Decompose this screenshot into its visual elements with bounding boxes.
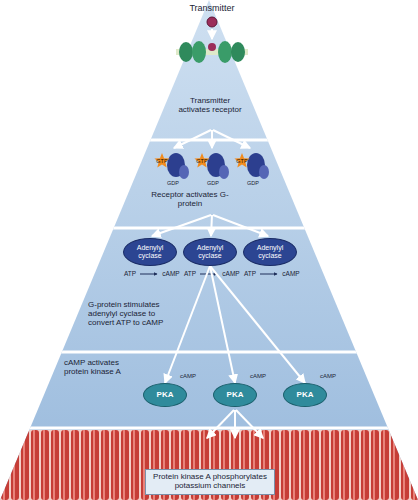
gdp-label: GDP: [164, 180, 182, 186]
atp-label: ATP: [242, 270, 258, 277]
signal-arrow: [210, 266, 235, 383]
step-caption: G-protein stimulates adenylyl cyclase to…: [88, 300, 176, 328]
separator: [0, 227, 418, 230]
transmitter-molecule: [207, 17, 217, 27]
node-text: PKA: [297, 391, 314, 400]
receptor-subunit: [231, 42, 245, 62]
separator: [0, 139, 418, 142]
arrow: [211, 29, 213, 39]
gdp-label: GDP: [204, 180, 222, 186]
receptor-subunit: [179, 42, 193, 62]
arrow: [213, 130, 250, 148]
gtp-star: [154, 153, 169, 167]
g-protein-arrows: [152, 215, 268, 236]
separator: [0, 427, 418, 430]
step-caption: Transmitter activates receptor: [178, 96, 242, 114]
arrow: [211, 130, 213, 148]
camp-label: cAMP: [317, 373, 339, 380]
protein-kinase-a: PKA: [143, 383, 187, 407]
camp-label: cAMP: [220, 270, 242, 277]
gdp-label: GDP: [244, 180, 262, 186]
node-text: Adenylyl cyclase: [131, 244, 169, 259]
g-protein: [154, 153, 189, 179]
arrow: [207, 410, 234, 438]
arrow: [174, 130, 211, 148]
arrow: [234, 410, 236, 438]
protein-kinase-a: PKA: [213, 383, 257, 407]
potassium-channels: [0, 430, 418, 500]
receptor-subunit: [218, 41, 232, 63]
pka-arrows: [207, 410, 263, 438]
adenylyl-cyclase: Adenylyl cyclase: [123, 238, 177, 266]
step-caption: cAMP activates protein kinase A: [64, 358, 136, 376]
adenylyl-cyclase: Adenylyl cyclase: [243, 238, 297, 266]
gtp-star: [234, 153, 249, 167]
arrow: [152, 215, 211, 236]
arrow: [236, 410, 263, 438]
gtp-star: [194, 153, 209, 167]
arrow: [213, 215, 268, 236]
arrow: [260, 274, 277, 275]
node-text: PKA: [227, 391, 244, 400]
step-caption-box: Protein kinase A phosphorylates potassiu…: [145, 469, 275, 495]
arrow: [140, 274, 157, 275]
g-protein-subunit: [179, 165, 189, 179]
g-protein: [194, 153, 229, 179]
atp-label: ATP: [122, 270, 138, 277]
node-text: Protein kinase A phosphorylates potassiu…: [151, 473, 269, 491]
signal-arrow: [165, 266, 210, 383]
receptor-arrows: [174, 130, 250, 148]
receptor: [176, 41, 248, 63]
gtp-label: GTP: [194, 158, 210, 164]
gtp-label: GTP: [154, 158, 170, 164]
arrow: [211, 215, 212, 236]
signal-arrow: [210, 266, 305, 383]
node-text: PKA: [157, 391, 174, 400]
molecule-label: Transmitter: [176, 3, 248, 13]
band-separators: [0, 140, 418, 500]
g-protein-subunit: [259, 165, 269, 179]
g-protein: [234, 153, 269, 179]
node-text: Adenylyl cyclase: [251, 244, 289, 259]
adenylyl-cyclase: Adenylyl cyclase: [183, 238, 237, 266]
protein-kinase-a: PKA: [283, 383, 327, 407]
atp-label: ATP: [182, 270, 198, 277]
arrow: [200, 274, 217, 275]
g-protein-subunit: [219, 165, 229, 179]
step-caption: Receptor activates G-protein: [150, 190, 230, 208]
conversion-arrows: [140, 274, 277, 275]
camp-label: cAMP: [280, 270, 302, 277]
bound-transmitter: [208, 43, 216, 51]
camp-label: cAMP: [160, 270, 182, 277]
gtp-label: GTP: [234, 158, 250, 164]
camp-label: cAMP: [247, 373, 269, 380]
camp-label: cAMP: [177, 373, 199, 380]
separator: [0, 351, 418, 354]
receptor-subunit: [192, 41, 206, 63]
node-text: Adenylyl cyclase: [191, 244, 229, 259]
